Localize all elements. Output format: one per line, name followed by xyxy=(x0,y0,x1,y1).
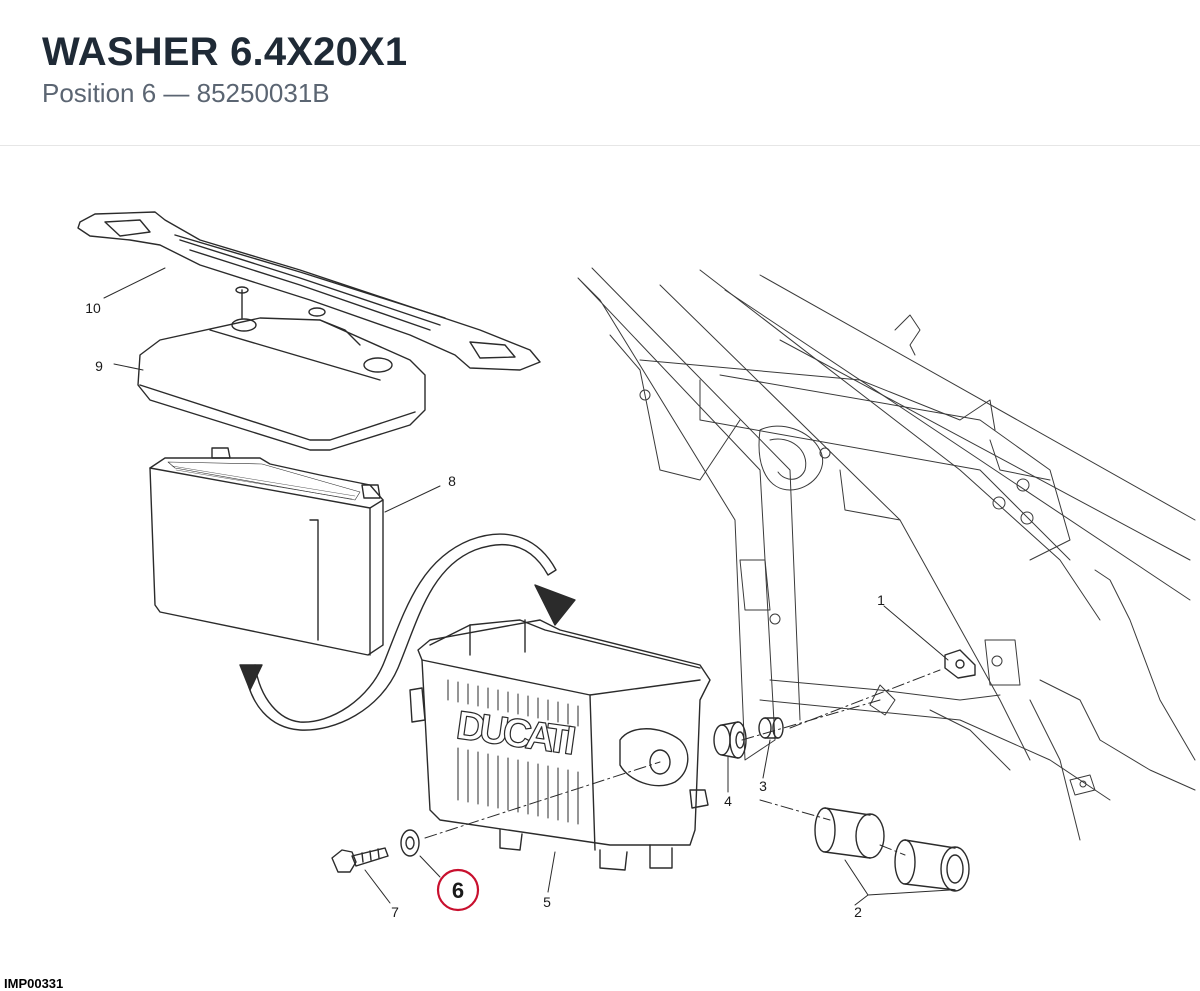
callout-3: 3 xyxy=(759,778,767,794)
leader-lines xyxy=(103,267,951,906)
part-6-washer xyxy=(400,829,420,857)
callout-2: 2 xyxy=(854,904,862,920)
part-5-battery-box: DUCATI xyxy=(409,619,711,871)
highlight-callout-6[interactable]: 6 xyxy=(436,868,480,912)
callout-1: 1 xyxy=(877,592,885,608)
callout-8: 8 xyxy=(448,473,456,489)
part-7-bolt xyxy=(331,847,389,873)
callout-4: 4 xyxy=(724,793,732,809)
exploded-parts-diagram: DUCATI xyxy=(77,211,1196,920)
drawing-code: IMP00331 xyxy=(4,976,64,991)
part-8-battery xyxy=(149,447,384,656)
frame-drawing xyxy=(577,267,1196,841)
part-1-clip xyxy=(944,649,976,679)
callout-6: 6 xyxy=(452,878,464,903)
callout-7: 7 xyxy=(391,904,399,920)
assembly-arrow xyxy=(239,533,576,731)
brand-logo-text: DUCATI xyxy=(454,703,579,763)
callout-5: 5 xyxy=(543,894,551,910)
part-4-grommet xyxy=(713,721,747,759)
part-2-sleeves xyxy=(814,807,970,892)
part-subtitle: Position 6 — 85250031B xyxy=(42,78,330,108)
part-title: WASHER 6.4X20X1 xyxy=(42,30,408,74)
alignment-lines xyxy=(424,669,941,856)
callout-9: 9 xyxy=(95,358,103,374)
page-header: WASHER 6.4X20X1 Position 6 — 85250031B xyxy=(0,0,1200,146)
callout-10: 10 xyxy=(85,300,101,316)
part-3-spacer xyxy=(758,717,784,739)
part-9-battery-cover xyxy=(137,286,426,451)
part-10-strap xyxy=(77,211,541,371)
